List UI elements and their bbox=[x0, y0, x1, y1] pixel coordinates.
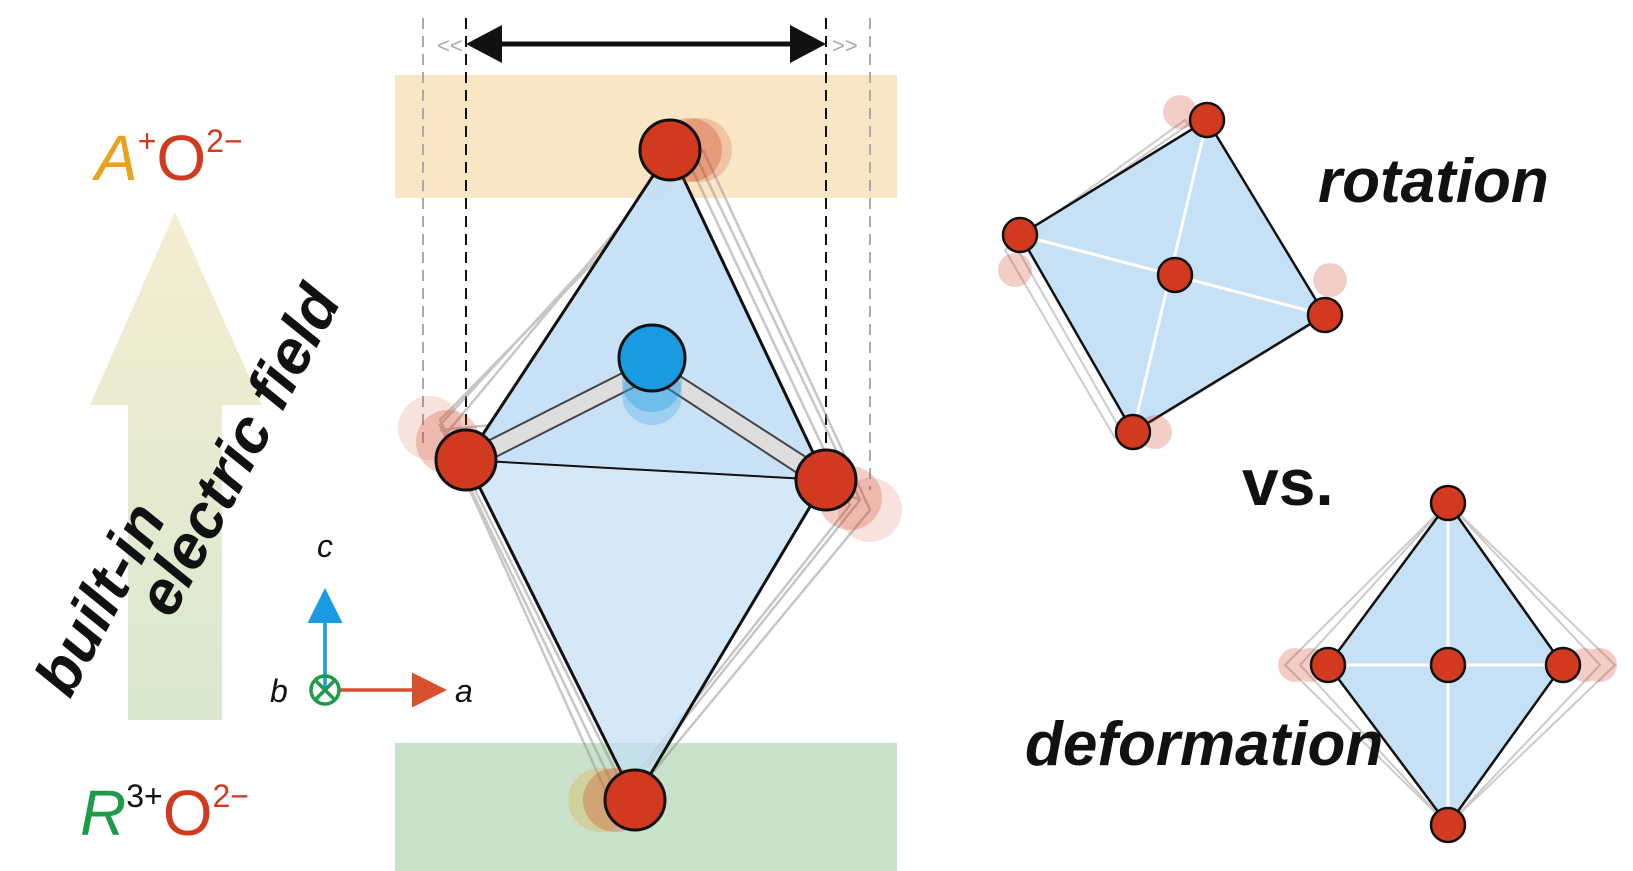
axes: c a b bbox=[270, 528, 473, 709]
rotation-label: rotation bbox=[1318, 147, 1549, 216]
rotation-octahedron bbox=[998, 95, 1347, 451]
built-in-field-arrow bbox=[90, 212, 262, 720]
main-atoms bbox=[434, 118, 858, 832]
vs-label: vs. bbox=[1242, 445, 1334, 519]
A-layer-formula: A+O2− bbox=[91, 122, 243, 194]
R-layer-formula: R3+O2− bbox=[80, 777, 249, 849]
dashed-guides bbox=[422, 18, 871, 490]
axis-b-label: b bbox=[270, 673, 288, 709]
double-headed-arrow-icon: << >> bbox=[437, 25, 858, 63]
oxygen-atom-right bbox=[794, 448, 858, 512]
axis-c-label: c bbox=[317, 528, 333, 564]
axis-a-label: a bbox=[455, 673, 473, 709]
svg-text:>>: >> bbox=[832, 33, 858, 58]
cation-atom bbox=[617, 323, 687, 393]
main-octahedron bbox=[464, 149, 828, 804]
circled-times-icon bbox=[309, 674, 341, 706]
oxygen-atom-bottom bbox=[603, 768, 667, 832]
deformation-label: deformation bbox=[1025, 710, 1383, 779]
oxygen-atom-top bbox=[638, 118, 702, 182]
svg-text:<<: << bbox=[437, 33, 463, 58]
oxygen-atom-left bbox=[434, 428, 498, 492]
deformation-octahedron bbox=[1278, 484, 1617, 844]
